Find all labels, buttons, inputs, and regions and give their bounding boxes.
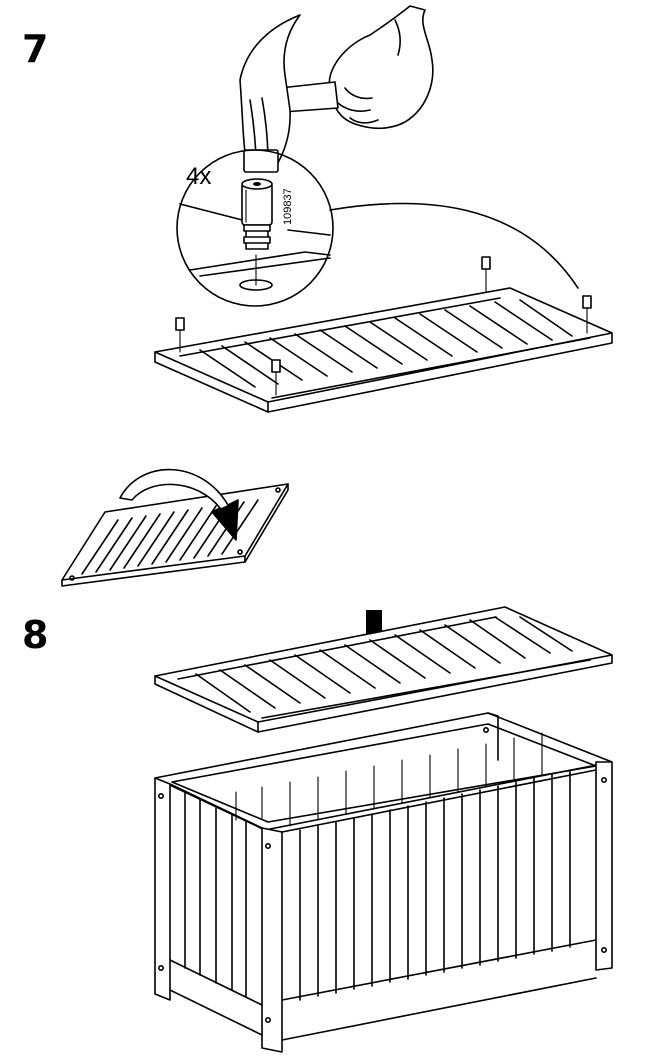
- detail-magnifier: [176, 149, 579, 307]
- step-8-number: 8: [22, 613, 49, 657]
- slatted-panel-step7: [154, 256, 613, 413]
- hammer-icon: [239, 14, 339, 173]
- hand-icon: [328, 5, 434, 130]
- wooden-plug-icon: [241, 178, 273, 250]
- storage-box-frame: [154, 712, 613, 1053]
- step-7-number: 7: [22, 27, 49, 71]
- flip-panel-illustration: [61, 483, 289, 587]
- flip-arrow-icon: [119, 468, 239, 541]
- lid-panel: [154, 606, 613, 733]
